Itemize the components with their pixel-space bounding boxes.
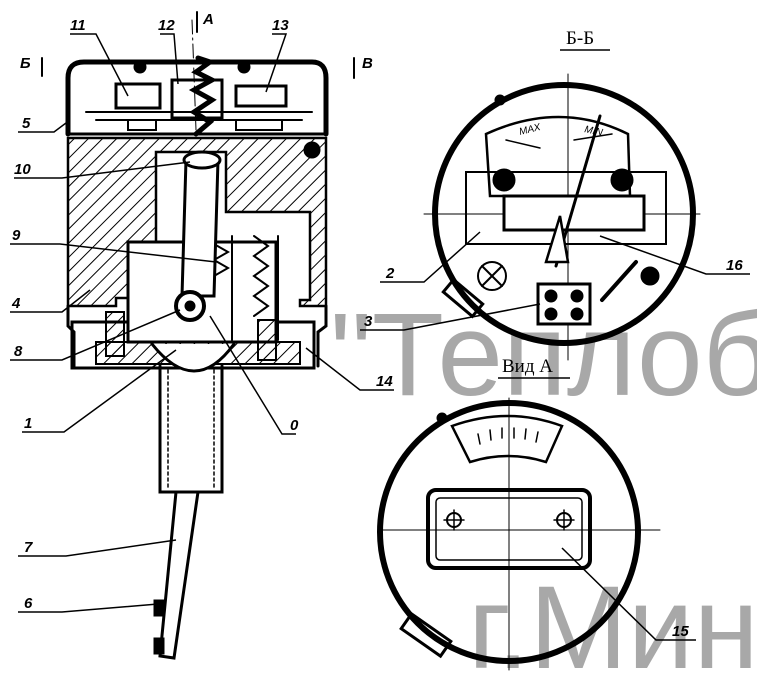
arrow-a-label: А: [202, 11, 214, 28]
callout-9: 9: [12, 227, 21, 244]
section-bb-title: Б-Б: [566, 28, 594, 49]
callout-3: 3: [364, 313, 373, 330]
view-a-title: Вид А: [502, 356, 553, 377]
callout-11: 11: [70, 17, 86, 34]
callout-15: 15: [672, 623, 689, 640]
leader-lines: [10, 33, 750, 641]
view-a: [377, 397, 661, 671]
section-bb-view: [423, 73, 701, 361]
arrow-b-left-label: Б: [20, 55, 31, 72]
callout-16: 16: [726, 257, 743, 274]
callout-13: 13: [272, 17, 289, 34]
callout-0: 0: [290, 417, 299, 434]
callout-8: 8: [14, 343, 23, 360]
arrow-b-right-label: В: [362, 55, 373, 72]
callout-4: 4: [11, 295, 21, 312]
scale-max-label: MAX: [518, 122, 542, 138]
scale-min-label: MIN: [583, 124, 604, 139]
callout-7: 7: [24, 539, 33, 556]
main-section-view: [41, 11, 355, 660]
callout-10: 10: [14, 161, 31, 178]
callout-6: 6: [24, 595, 33, 612]
callout-5: 5: [22, 115, 31, 132]
callout-12: 12: [158, 17, 175, 34]
callout-1: 1: [24, 415, 32, 432]
callout-2: 2: [385, 265, 395, 282]
callout-14: 14: [376, 373, 393, 390]
